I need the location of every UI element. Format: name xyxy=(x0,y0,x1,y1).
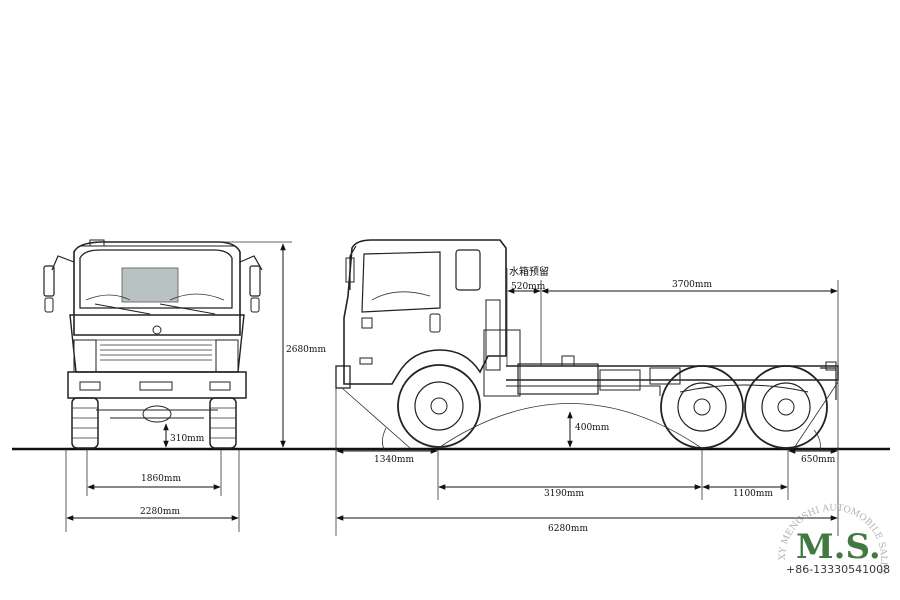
side-view-dimensions: 400mm 水箱预留 520mm 3700mm 1340mm 650mm 319… xyxy=(335,265,839,536)
axle-clearance-label: 400mm xyxy=(575,423,610,433)
overall-length-label: 6280mm xyxy=(548,524,588,534)
track-width-label: 1860mm xyxy=(141,474,181,484)
front-overhang-label: 1340mm xyxy=(374,455,414,465)
watermark-phone: +86-13330541008 xyxy=(786,563,890,576)
radiator-reserve-title: 水箱预留 xyxy=(509,265,549,278)
front-view-dimensions: 2680mm 310mm 1860mm 2280mm xyxy=(65,241,326,532)
rear-overhang-label: 650mm xyxy=(801,455,836,465)
ground-clearance-label: 310mm xyxy=(170,434,205,444)
overall-width-label: 2280mm xyxy=(140,507,180,517)
side-view-truck xyxy=(335,239,839,449)
front-view-truck xyxy=(43,239,263,449)
radiator-reserve-label: 520mm xyxy=(511,282,546,292)
front-height-label: 2680mm xyxy=(286,345,326,355)
watermark-logo: M.S. xyxy=(796,527,881,567)
wheelbase-label: 3190mm xyxy=(544,489,584,499)
frame-rear-length-label: 3700mm xyxy=(672,280,712,290)
rear-axle-spacing-label: 1100mm xyxy=(733,489,773,499)
